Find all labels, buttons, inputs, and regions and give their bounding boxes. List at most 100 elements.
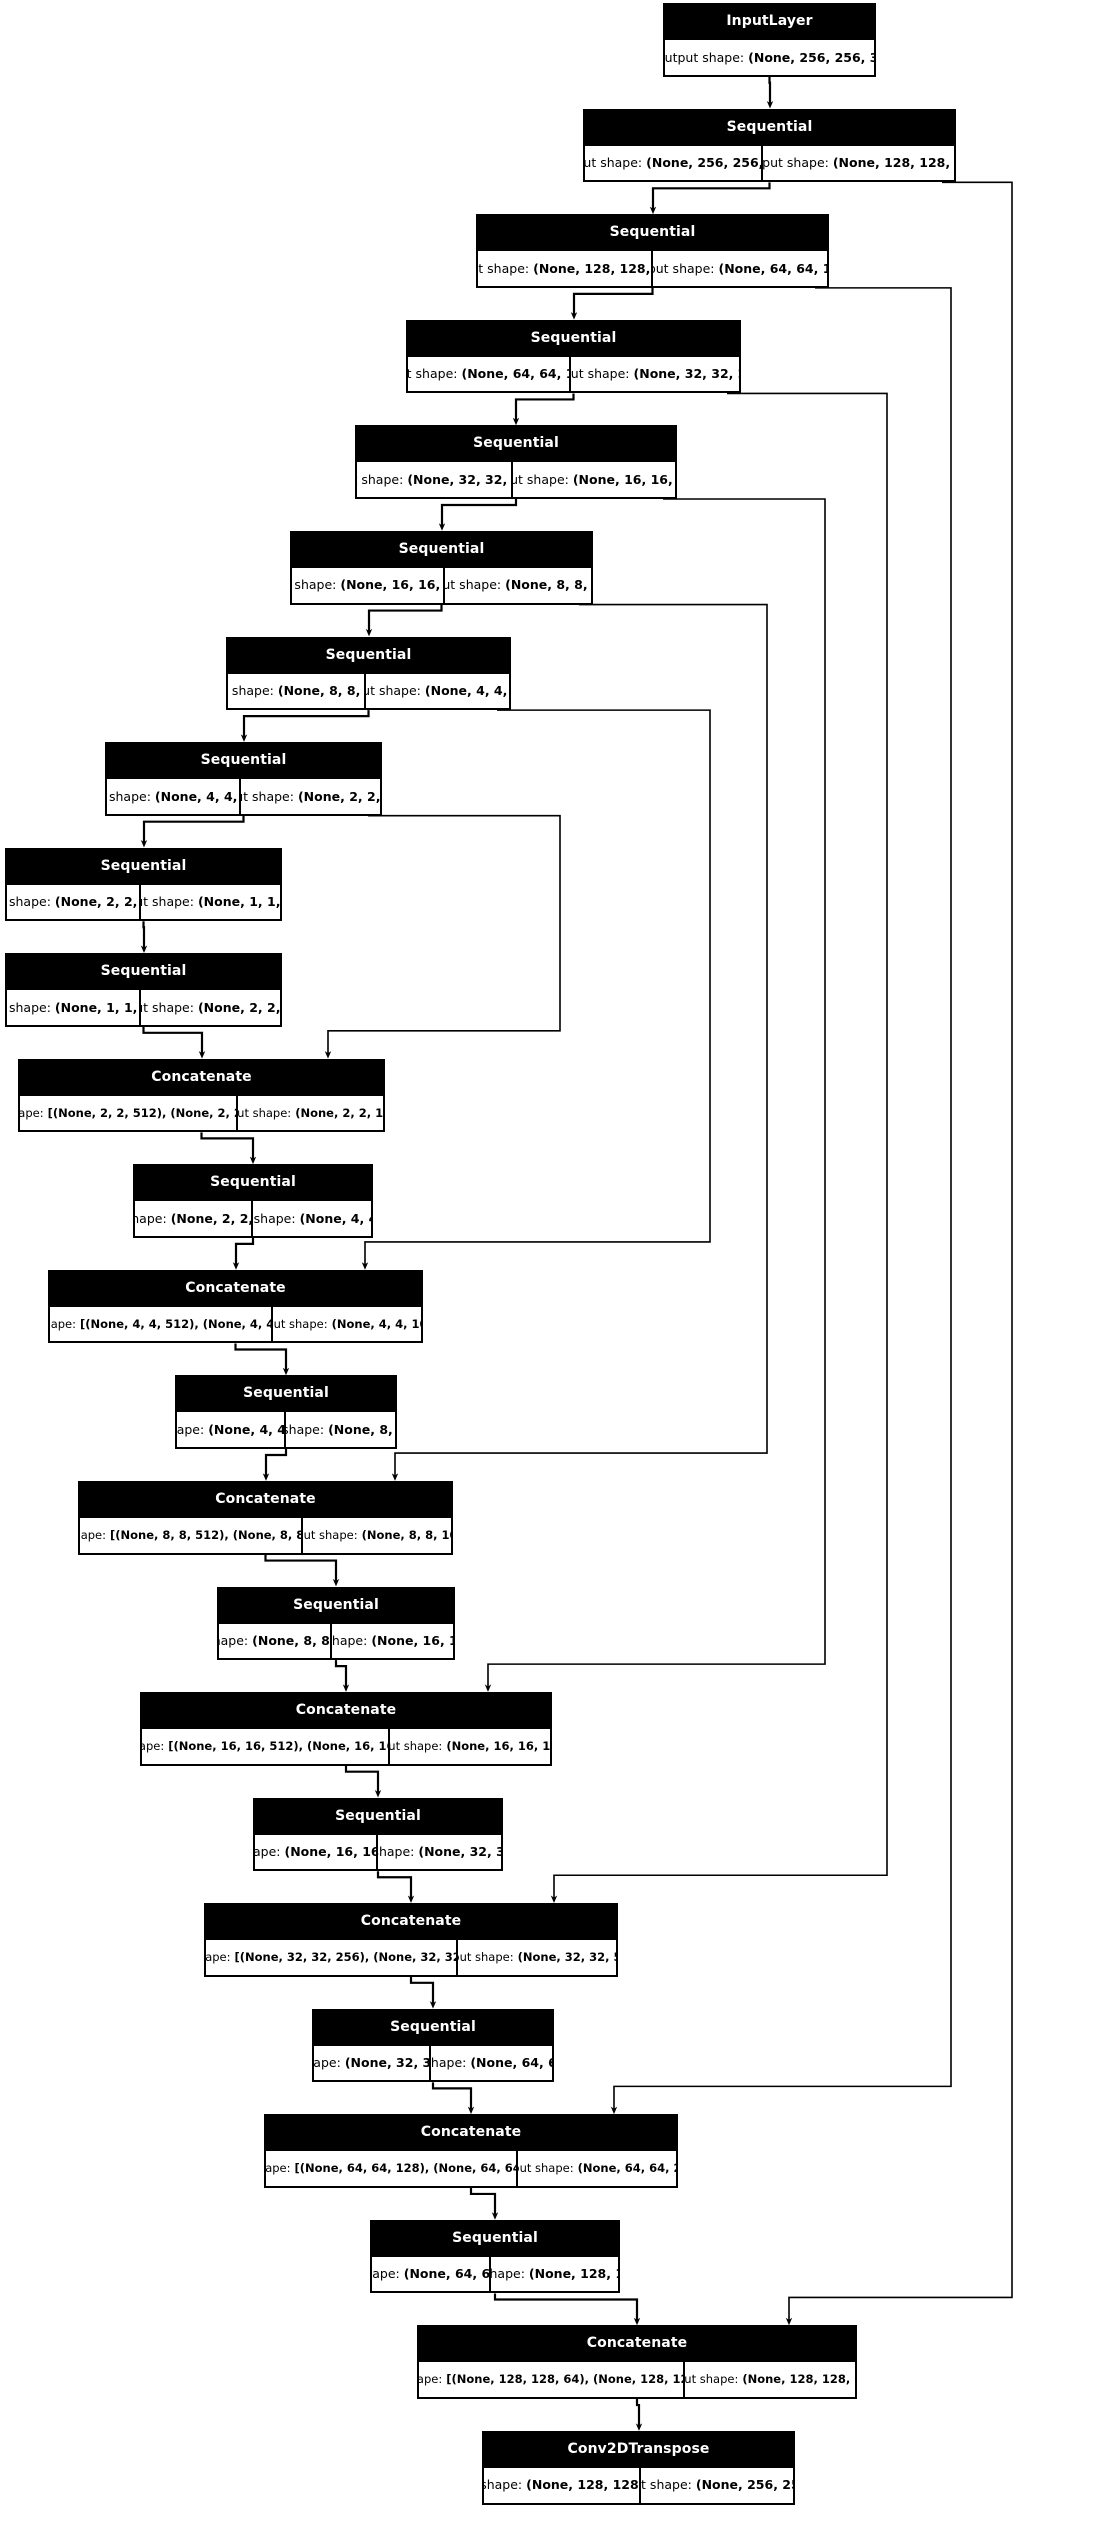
- node-title: Concatenate: [142, 1694, 550, 1728]
- output-shape-value: (None, 256, 256, 3): [695, 2477, 793, 2493]
- output-shape-value: (None, 16, 16, 1024): [446, 1739, 550, 1754]
- node-input-shape: Input shape:(None, 4, 4, 512): [107, 779, 242, 814]
- node-shape-row: Input shape:[(None, 16, 16, 512), (None,…: [142, 1727, 550, 1764]
- node-shape-row: Input shape:(None, 2, 2, 512)Output shap…: [7, 882, 280, 920]
- node-concatenate[interactable]: ConcatenateInput shape:[(None, 64, 64, 1…: [264, 2114, 678, 2188]
- node-sequential[interactable]: SequentialInput shape:(None, 16, 16, 102…: [253, 1797, 503, 1872]
- node-shape-row: Input shape:(None, 16, 16, 512)Output sh…: [292, 565, 591, 603]
- output-shape-label: Output shape:: [378, 1844, 415, 1860]
- output-shape-value: (None, 16, 16, 512): [572, 471, 675, 487]
- node-shape-row: Input shape:(None, 16, 16, 1024)Output s…: [255, 1832, 501, 1870]
- node-output-shape: Output shape:(None, 16, 16, 512): [513, 462, 675, 497]
- node-output-shape: Output shape:(None, 32, 32, 512): [458, 1940, 616, 1975]
- input-shape-label: Input shape:: [372, 2266, 400, 2282]
- node-input-shape: Input shape:[(None, 128, 128, 64), (None…: [419, 2362, 685, 2398]
- edge: [785, 181, 1013, 2326]
- node-concatenate[interactable]: ConcatenateInput shape:[(None, 16, 16, 5…: [140, 1692, 552, 1766]
- node-sequential[interactable]: SequentialInput shape:(None, 16, 16, 512…: [290, 530, 593, 605]
- input-shape-label: Input shape:: [255, 1844, 281, 1860]
- node-conv2dtranspose[interactable]: Conv2DTransposeInput shape:(None, 128, 1…: [482, 2431, 795, 2505]
- output-shape-value: (None, 128, 128, 64): [528, 2266, 618, 2282]
- node-title: Concatenate: [266, 2116, 676, 2150]
- node-sequential[interactable]: SequentialInput shape:(None, 64, 64, 128…: [406, 319, 741, 394]
- input-shape-label: Input shape:: [357, 471, 404, 487]
- node-output-shape: Output shape:(None, 128, 128, 64): [763, 146, 954, 181]
- node-input-shape: Input shape:[(None, 2, 2, 512), (None, 2…: [20, 1095, 239, 1131]
- node-sequential[interactable]: SequentialInput shape:(None, 1, 1, 512)O…: [5, 953, 282, 1027]
- edge: [264, 1554, 340, 1587]
- output-shape-value: (None, 4, 4, 512): [424, 682, 509, 698]
- node-output-shape: Output shape:(None, 2, 2, 512): [241, 779, 380, 814]
- node-input-shape: Input shape:[(None, 16, 16, 512), (None,…: [142, 1729, 390, 1764]
- node-sequential[interactable]: SequentialInput shape:(None, 256, 256, 3…: [583, 108, 956, 183]
- node-shape-row: Output shape:(None, 256, 256, 3): [665, 38, 874, 75]
- node-output-shape: Output shape:(None, 4, 4, 512): [366, 674, 509, 709]
- node-shape-row: Input shape:(None, 64, 64, 256)Output sh…: [372, 2254, 618, 2292]
- node-shape-row: Input shape:(None, 2, 2, 1024)Output sha…: [135, 1199, 371, 1236]
- node-concatenate[interactable]: ConcatenateInput shape:[(None, 32, 32, 2…: [204, 1903, 618, 1977]
- output-shape-label: Output shape:: [241, 788, 294, 804]
- output-shape-label: Output shape:: [458, 1950, 514, 1965]
- node-concatenate[interactable]: ConcatenateInput shape:[(None, 4, 4, 512…: [48, 1269, 423, 1344]
- edge: [232, 1237, 255, 1270]
- node-input-shape: Input shape:(None, 32, 32, 512): [314, 2045, 432, 2081]
- node-output-shape: Output shape:(None, 64, 64, 128): [431, 2046, 552, 2081]
- node-input-shape: Input shape:(None, 2, 2, 1024): [135, 1201, 254, 1236]
- node-shape-row: Input shape:[(None, 64, 64, 128), (None,…: [266, 2149, 676, 2186]
- node-output-shape: Output shape:(None, 32, 32, 256): [378, 1835, 501, 1870]
- node-shape-row: Input shape:(None, 128, 128, 128)Output …: [484, 2466, 793, 2503]
- input-shape-label: Input shape:: [408, 366, 458, 382]
- output-shape-label: Output shape:: [273, 1316, 328, 1331]
- node-title: Concatenate: [80, 1483, 451, 1517]
- node-concatenate[interactable]: ConcatenateInput shape:[(None, 8, 8, 512…: [78, 1481, 453, 1555]
- edge: [766, 76, 774, 109]
- output-shape-label: Output shape:: [366, 682, 421, 698]
- input-shape-value: (None, 256, 256, 3): [646, 155, 764, 171]
- node-shape-row: Input shape:[(None, 2, 2, 512), (None, 2…: [20, 1093, 383, 1131]
- input-shape-label: Input shape:: [135, 1210, 167, 1226]
- node-sequential[interactable]: SequentialInput shape:(None, 8, 8, 512)O…: [226, 636, 511, 711]
- node-concatenate[interactable]: ConcatenateInput shape:[(None, 128, 128,…: [417, 2325, 857, 2400]
- edge: [550, 392, 888, 1904]
- node-sequential[interactable]: SequentialInput shape:(None, 2, 2, 512)O…: [5, 847, 282, 922]
- node-sequential[interactable]: SequentialInput shape:(None, 32, 32, 256…: [355, 425, 677, 499]
- edge: [140, 921, 148, 954]
- output-shape-value: (None, 128, 128, 64): [832, 155, 954, 171]
- edge: [334, 1660, 350, 1692]
- node-concatenate[interactable]: ConcatenateInput shape:[(None, 2, 2, 512…: [18, 1058, 385, 1133]
- node-sequential[interactable]: SequentialInput shape:(None, 2, 2, 1024)…: [133, 1164, 373, 1238]
- node-output-shape: Output shape:(None, 128, 128, 128): [685, 2362, 855, 2397]
- node-input-shape: Input shape:(None, 8, 8, 512): [228, 673, 367, 709]
- node-shape-row: Input shape:(None, 4, 4, 1024)Output sha…: [177, 1410, 395, 1448]
- edge: [610, 287, 952, 2115]
- node-input-shape: Input shape:(None, 8, 8, 1024): [219, 1623, 333, 1659]
- input-shape-value: [(None, 2, 2, 512), (None, 2, 2, 512)]: [47, 1105, 237, 1120]
- node-output-shape: Output shape:(None, 4, 4, 512): [253, 1201, 371, 1236]
- output-shape-value: (None, 8, 8, 512): [505, 577, 591, 593]
- node-sequential[interactable]: SequentialInput shape:(None, 4, 4, 1024)…: [175, 1375, 397, 1450]
- edge: [262, 1449, 288, 1481]
- node-shape-row: Input shape:[(None, 4, 4, 512), (None, 4…: [50, 1304, 421, 1342]
- node-output-shape: Output shape:(None, 16, 16, 1024): [390, 1729, 550, 1764]
- node-title: Concatenate: [206, 1905, 616, 1939]
- node-output-shape: Output shape:(None, 8, 8, 512): [445, 568, 591, 603]
- edge: [635, 2399, 643, 2431]
- node-sequential[interactable]: SequentialInput shape:(None, 32, 32, 512…: [312, 2008, 554, 2083]
- input-shape-value: [(None, 32, 32, 256), (None, 32, 32, 256…: [234, 1950, 457, 1965]
- output-shape-label: Output shape:: [253, 1210, 296, 1226]
- edge: [140, 815, 245, 848]
- input-shape-label: Input shape:: [585, 155, 643, 171]
- node-sequential[interactable]: SequentialInput shape:(None, 8, 8, 1024)…: [217, 1586, 455, 1661]
- edge: [469, 2187, 499, 2220]
- node-input-shape: Input shape:(None, 4, 4, 1024): [177, 1412, 287, 1448]
- output-shape-value: (None, 4, 4, 1024): [331, 1316, 421, 1331]
- node-sequential[interactable]: SequentialInput shape:(None, 4, 4, 512)O…: [105, 742, 382, 816]
- node-inputlayer[interactable]: InputLayerOutput shape:(None, 256, 256, …: [663, 3, 876, 77]
- node-input-shape: Input shape:[(None, 32, 32, 256), (None,…: [206, 1940, 459, 1975]
- output-shape-label: Output shape:: [238, 1105, 292, 1120]
- input-shape-value: [(None, 128, 128, 64), (None, 128, 128, …: [446, 2372, 682, 2387]
- node-sequential[interactable]: SequentialInput shape:(None, 64, 64, 256…: [370, 2219, 620, 2294]
- node-sequential[interactable]: SequentialInput shape:(None, 128, 128, 6…: [476, 214, 829, 288]
- node-input-shape: Input shape:[(None, 64, 64, 128), (None,…: [266, 2151, 519, 2186]
- input-shape-label: Input shape:: [142, 1739, 165, 1754]
